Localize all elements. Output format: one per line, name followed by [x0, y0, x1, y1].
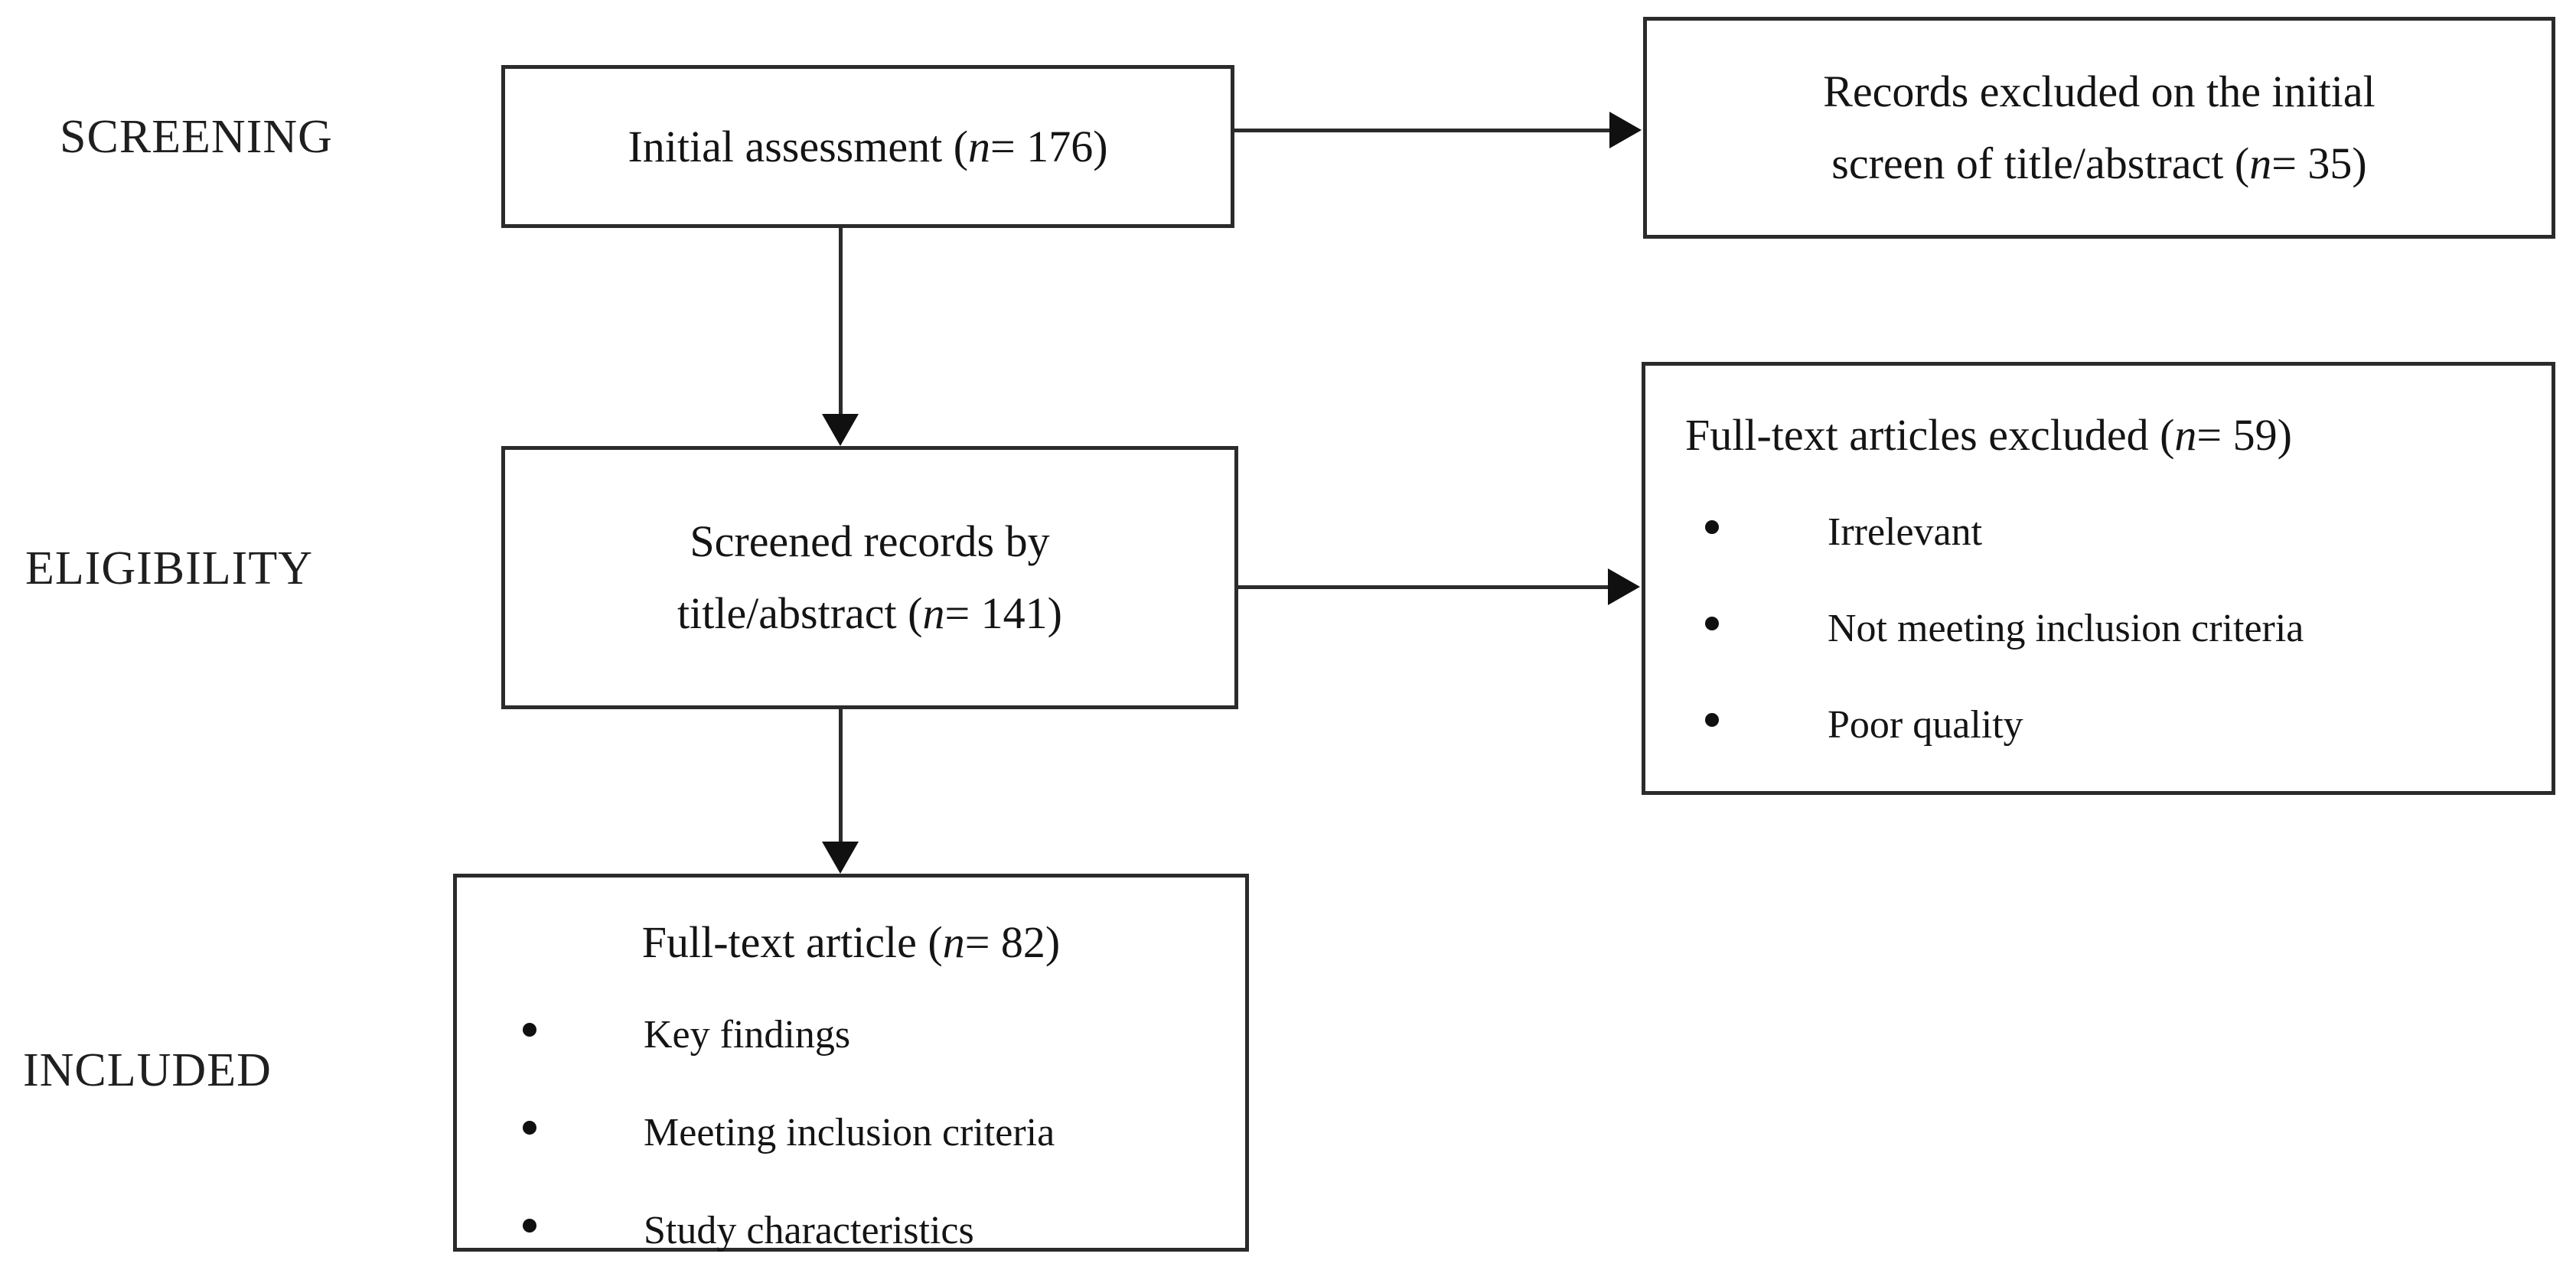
- box-records-excluded-title: Records excluded on the initial screen o…: [1647, 56, 2552, 200]
- box-fulltext-article[interactable]: Full-text article (n= 82) Key findings M…: [453, 874, 1249, 1252]
- box-fulltext-excluded-title: Full-text articles excluded (n= 59): [1645, 399, 2552, 471]
- arrow-head-right-icon: [1608, 568, 1640, 605]
- fulltext-excluded-title-b: = 59): [2196, 410, 2292, 460]
- list-item: Poor quality: [1645, 705, 2552, 745]
- bullet-dot-icon: [523, 1022, 536, 1037]
- fulltext-excluded-reason-1: Not meeting inclusion criteria: [1828, 606, 2304, 650]
- box-initial-assessment-title: Initial assessment (n= 176): [505, 111, 1231, 183]
- bullet-dot-icon: [1705, 712, 1719, 727]
- fulltext-article-title-a: Full-text article (: [641, 917, 943, 967]
- box-initial-assessment[interactable]: Initial assessment (n= 176): [501, 65, 1234, 228]
- list-item: Key findings: [457, 1012, 1245, 1057]
- initial-assessment-line1: Initial assessment (: [628, 121, 969, 171]
- screened-records-n-symbol: n: [922, 588, 945, 638]
- list-item: Study characteristics: [457, 1208, 1245, 1252]
- fulltext-article-details-list: Key findings Meeting inclusion criteria …: [457, 1012, 1245, 1283]
- bullet-dot-icon: [523, 1120, 536, 1135]
- box-fulltext-article-title: Full-text article (n= 82): [457, 907, 1245, 979]
- bullet-dot-icon: [523, 1218, 536, 1233]
- connector-line: [1234, 129, 1611, 132]
- fulltext-excluded-reason-0: Irrelevant: [1828, 510, 1983, 554]
- records-excluded-line2b: = 35): [2271, 138, 2367, 188]
- arrow-head-right-icon: [1609, 112, 1642, 148]
- list-item: Not meeting inclusion criteria: [1645, 606, 2552, 650]
- records-excluded-line2a: screen of title/abstract (: [1831, 138, 2250, 188]
- initial-assessment-n-symbol: n: [968, 121, 991, 171]
- arrow-head-down-icon: [822, 414, 859, 446]
- list-item: Meeting inclusion criteria: [457, 1110, 1245, 1154]
- stage-label-included: INCLUDED: [23, 1044, 272, 1096]
- arrow-head-down-icon: [822, 842, 859, 874]
- bullet-dot-icon: [1705, 519, 1719, 534]
- screened-records-line2a: title/abstract (: [677, 588, 923, 638]
- box-screened-records-title: Screened records by title/abstract (n= 1…: [505, 506, 1234, 650]
- box-records-excluded[interactable]: Records excluded on the initial screen o…: [1643, 17, 2555, 239]
- fulltext-article-detail-1: Meeting inclusion criteria: [644, 1110, 1055, 1154]
- fulltext-article-detail-0: Key findings: [644, 1012, 851, 1057]
- fulltext-article-detail-2: Study characteristics: [644, 1208, 974, 1252]
- records-excluded-n-symbol: n: [2249, 138, 2272, 188]
- records-excluded-line1: Records excluded on the initial: [1823, 67, 2375, 117]
- fulltext-excluded-title-a: Full-text articles excluded (: [1685, 410, 2175, 460]
- screened-records-line2b: = 141): [944, 588, 1062, 638]
- connector-line: [839, 228, 843, 418]
- fulltext-excluded-n-symbol: n: [2174, 410, 2197, 460]
- fulltext-article-title-b: = 82): [964, 917, 1061, 967]
- list-item: Irrelevant: [1645, 510, 2552, 554]
- initial-assessment-line2: = 176): [990, 121, 1108, 171]
- bullet-dot-icon: [1705, 616, 1719, 630]
- connector-line: [1238, 585, 1613, 589]
- screened-records-line1: Screened records by: [690, 516, 1050, 567]
- box-screened-records[interactable]: Screened records by title/abstract (n= 1…: [501, 446, 1238, 709]
- box-fulltext-articles-excluded[interactable]: Full-text articles excluded (n= 59) Irre…: [1642, 362, 2555, 795]
- connector-line: [839, 709, 843, 845]
- stage-label-eligibility: ELIGIBILITY: [25, 542, 313, 594]
- stage-label-screening: SCREENING: [60, 111, 333, 163]
- fulltext-excluded-reasons-list: Irrelevant Not meeting inclusion criteri…: [1645, 510, 2552, 802]
- fulltext-excluded-reason-2: Poor quality: [1828, 702, 2023, 747]
- fulltext-article-n-symbol: n: [942, 917, 965, 967]
